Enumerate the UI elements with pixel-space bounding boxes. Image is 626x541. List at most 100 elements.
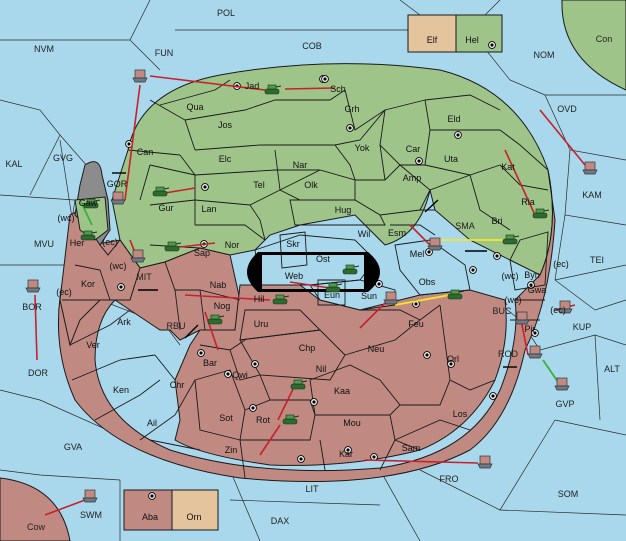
- territory-sot[interactable]: [194, 369, 246, 441]
- tank-icon[interactable]: [532, 208, 550, 219]
- supply-center-dot: [454, 131, 462, 139]
- tank-icon[interactable]: [152, 186, 170, 197]
- territory-label: Yok: [355, 143, 370, 153]
- ship-icon[interactable]: [557, 300, 573, 314]
- territory-skr[interactable]: [279, 231, 308, 269]
- red-borders: [62, 261, 545, 479]
- territory-label: Obs: [419, 277, 436, 287]
- territory-label: FUN: [155, 48, 174, 58]
- territory-label: Lan: [201, 204, 216, 214]
- region-red: [57, 169, 556, 482]
- strait-west: [247, 252, 262, 292]
- coast-label: (ec): [553, 259, 569, 269]
- supply-center-dot: [310, 398, 318, 406]
- supply-center-dot: [201, 183, 209, 191]
- territory-label: Chp: [299, 343, 316, 353]
- tank-icon[interactable]: [502, 234, 520, 245]
- supply-center-dot: [249, 404, 257, 412]
- territory-label: Pir: [525, 324, 536, 334]
- territory-label: Orl: [447, 354, 459, 364]
- territory-orn[interactable]: [171, 489, 219, 531]
- tank-icon[interactable]: [282, 414, 300, 425]
- territory-label: Qwi: [232, 370, 248, 380]
- order-arrow: [409, 224, 431, 246]
- territory-label: GVG: [53, 153, 73, 163]
- tank-icon[interactable]: [342, 264, 360, 275]
- supply-center-dot: [469, 266, 477, 274]
- ship-icon[interactable]: [527, 345, 543, 359]
- territory-aba[interactable]: [123, 489, 173, 531]
- supply-center-dot: [148, 492, 156, 500]
- tank-icon[interactable]: [207, 314, 225, 325]
- territory-label: FRO: [440, 474, 459, 484]
- territory-label: Sun: [361, 291, 377, 301]
- ship-icon[interactable]: [82, 489, 98, 503]
- order-arrow: [359, 302, 386, 329]
- tank-icon[interactable]: [272, 294, 290, 305]
- territory-label: Chr: [170, 380, 185, 390]
- supply-center-dot: [415, 157, 423, 165]
- territory-label: Cow: [27, 522, 46, 532]
- territory-label: Byn: [524, 270, 540, 280]
- supply-center-dot: [370, 453, 378, 461]
- ship-icon[interactable]: [514, 311, 530, 325]
- territory-label: Ken: [113, 385, 129, 395]
- territory-label: Web: [285, 271, 303, 281]
- territory-label: ROD: [498, 349, 519, 359]
- territory-label: Sap: [194, 248, 210, 258]
- tank-icon[interactable]: [164, 241, 182, 252]
- territory-eun[interactable]: [317, 279, 346, 306]
- ship-icon[interactable]: [110, 191, 126, 205]
- territory-label: Ver: [86, 340, 100, 350]
- coast-label: (ec): [102, 237, 118, 247]
- territory-olk[interactable]: [278, 169, 356, 201]
- order-arrow: [364, 459, 479, 464]
- territory-elf[interactable]: [407, 14, 457, 53]
- tank-icon[interactable]: [447, 289, 465, 300]
- order-arrow: [34, 294, 38, 361]
- territory-label: GVA: [64, 442, 82, 452]
- territory-label: Nor: [225, 240, 240, 250]
- territory-label: SMA: [455, 221, 475, 231]
- territory-label: Mou: [343, 418, 361, 428]
- territory-label: Hug: [335, 205, 352, 215]
- tank-icon[interactable]: [80, 230, 98, 241]
- ship-icon[interactable]: [427, 237, 443, 251]
- sea-link-arrow: [184, 324, 199, 339]
- ship-icon[interactable]: [383, 291, 399, 305]
- supply-center-dot: [447, 360, 455, 368]
- sea-link-arrow: [424, 199, 439, 213]
- order-arrow: [184, 294, 271, 301]
- tank-icon[interactable]: [264, 84, 282, 95]
- territory-label: NOM: [534, 50, 555, 60]
- coast-label: (wc): [58, 213, 75, 223]
- coast-label: (wc): [502, 271, 519, 281]
- order-arrows: [34, 75, 586, 516]
- territory-label: ALT: [604, 364, 620, 374]
- tank-icon[interactable]: [83, 198, 101, 209]
- territory-label: Jad: [245, 81, 260, 91]
- territory-label: Gur: [158, 203, 173, 213]
- order-arrow: [284, 87, 336, 90]
- territory-label: Jos: [218, 120, 233, 130]
- ship-icon[interactable]: [582, 161, 598, 175]
- territory-hug[interactable]: [289, 199, 386, 226]
- ship-icon[interactable]: [25, 279, 41, 293]
- tank-icon[interactable]: [290, 379, 308, 390]
- ship-icon[interactable]: [130, 249, 146, 263]
- ship-icon[interactable]: [477, 455, 493, 469]
- supply-center-dot: [197, 349, 205, 357]
- territory-label: NVM: [34, 44, 54, 54]
- territory-label: Uta: [444, 154, 458, 164]
- territory-label: BOR: [22, 302, 42, 312]
- supply-center-dot: [346, 124, 354, 132]
- supply-center-dot: [297, 455, 305, 463]
- ship-icon[interactable]: [554, 377, 570, 391]
- territory-label: Feu: [408, 319, 424, 329]
- ship-icon[interactable]: [132, 69, 148, 83]
- order-arrow: [539, 109, 586, 166]
- tank-icon[interactable]: [325, 282, 343, 293]
- supply-center-dot: [493, 252, 501, 260]
- territory-label: Mel: [410, 249, 425, 259]
- territory-uru[interactable]: [239, 309, 321, 341]
